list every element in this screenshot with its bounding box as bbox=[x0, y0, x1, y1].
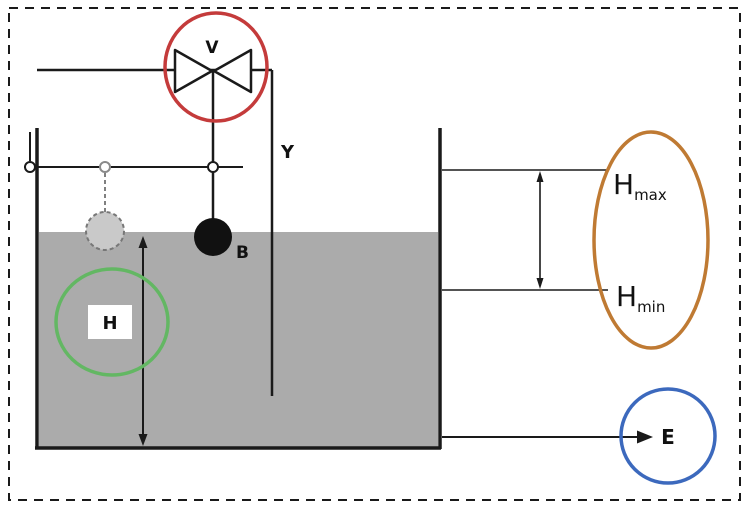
level-label-box bbox=[88, 305, 132, 339]
valve-triangle-right bbox=[212, 48, 253, 94]
outflow-arrowhead bbox=[637, 430, 653, 444]
valve-label: V bbox=[205, 38, 219, 58]
dashed-border bbox=[8, 7, 741, 501]
ghost-float bbox=[85, 211, 125, 251]
hmin-label: Hmin bbox=[616, 280, 665, 316]
float-ball-label: B bbox=[236, 243, 249, 263]
lever-pivot-ghost bbox=[99, 161, 111, 173]
valve-triangle-left bbox=[173, 48, 214, 94]
outflow-label: E bbox=[661, 425, 675, 449]
range-highlight-circle bbox=[592, 130, 710, 350]
hmax-label: Hmax bbox=[613, 168, 667, 204]
float-ball bbox=[194, 218, 232, 256]
control-line-label: Y bbox=[280, 142, 295, 163]
lever-pivot-left bbox=[24, 161, 36, 173]
tank-water bbox=[39, 232, 438, 448]
outflow-highlight-circle bbox=[619, 387, 717, 485]
range-arrowhead-up bbox=[536, 171, 544, 182]
hmax-label-main: H bbox=[613, 168, 634, 201]
hmin-label-sub: min bbox=[637, 298, 665, 316]
valve-highlight-circle bbox=[163, 11, 269, 123]
level-arrowhead-down bbox=[138, 434, 148, 446]
hmin-label-main: H bbox=[616, 280, 637, 313]
level-arrowhead-up bbox=[138, 236, 148, 248]
lever-pivot-valve bbox=[207, 161, 219, 173]
hmax-label-sub: max bbox=[634, 186, 667, 204]
range-arrowhead-down bbox=[536, 278, 544, 289]
level-highlight-circle bbox=[54, 267, 170, 377]
level-label: H bbox=[102, 313, 117, 334]
